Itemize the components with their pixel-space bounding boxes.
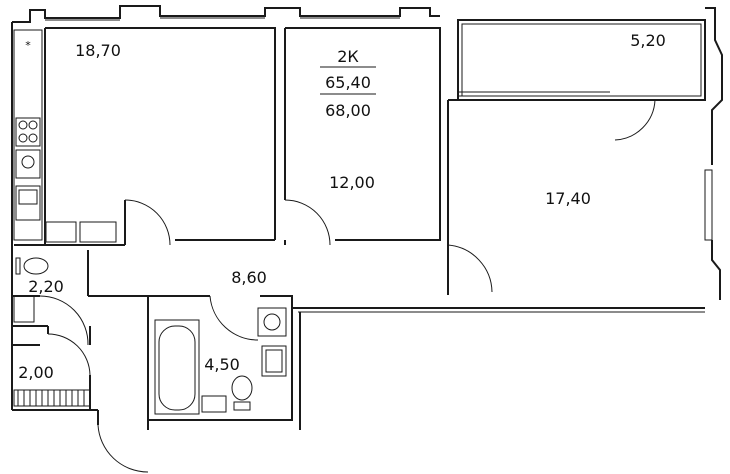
labels: 18,70 2К 65,40 68,00 12,00 17,40 5,20 8,… — [18, 31, 666, 382]
room-area-living-room: 17,40 — [545, 189, 591, 208]
room-area-kitchen: 18,70 — [75, 41, 121, 60]
room-area-bathroom: 4,50 — [204, 355, 240, 374]
doors — [39, 99, 656, 473]
room-area-balcony: 5,20 — [630, 31, 666, 50]
living-area-value: 65,40 — [325, 73, 371, 92]
room-area-wardrobe: 2,00 — [18, 363, 54, 382]
total-area-value: 68,00 — [325, 101, 371, 120]
wardrobe-rack — [13, 389, 91, 407]
toilet-fixtures — [13, 257, 49, 323]
apartment-type: 2К — [337, 47, 359, 66]
walls — [11, 5, 723, 430]
room-area-hallway: 8,60 — [231, 268, 267, 287]
bathroom-fixtures — [154, 307, 287, 415]
svg-text:*: * — [25, 39, 31, 52]
kitchen-units: * — [13, 29, 117, 243]
room-area-toilet: 2,20 — [28, 277, 64, 296]
room-area-bedroom: 12,00 — [329, 173, 375, 192]
